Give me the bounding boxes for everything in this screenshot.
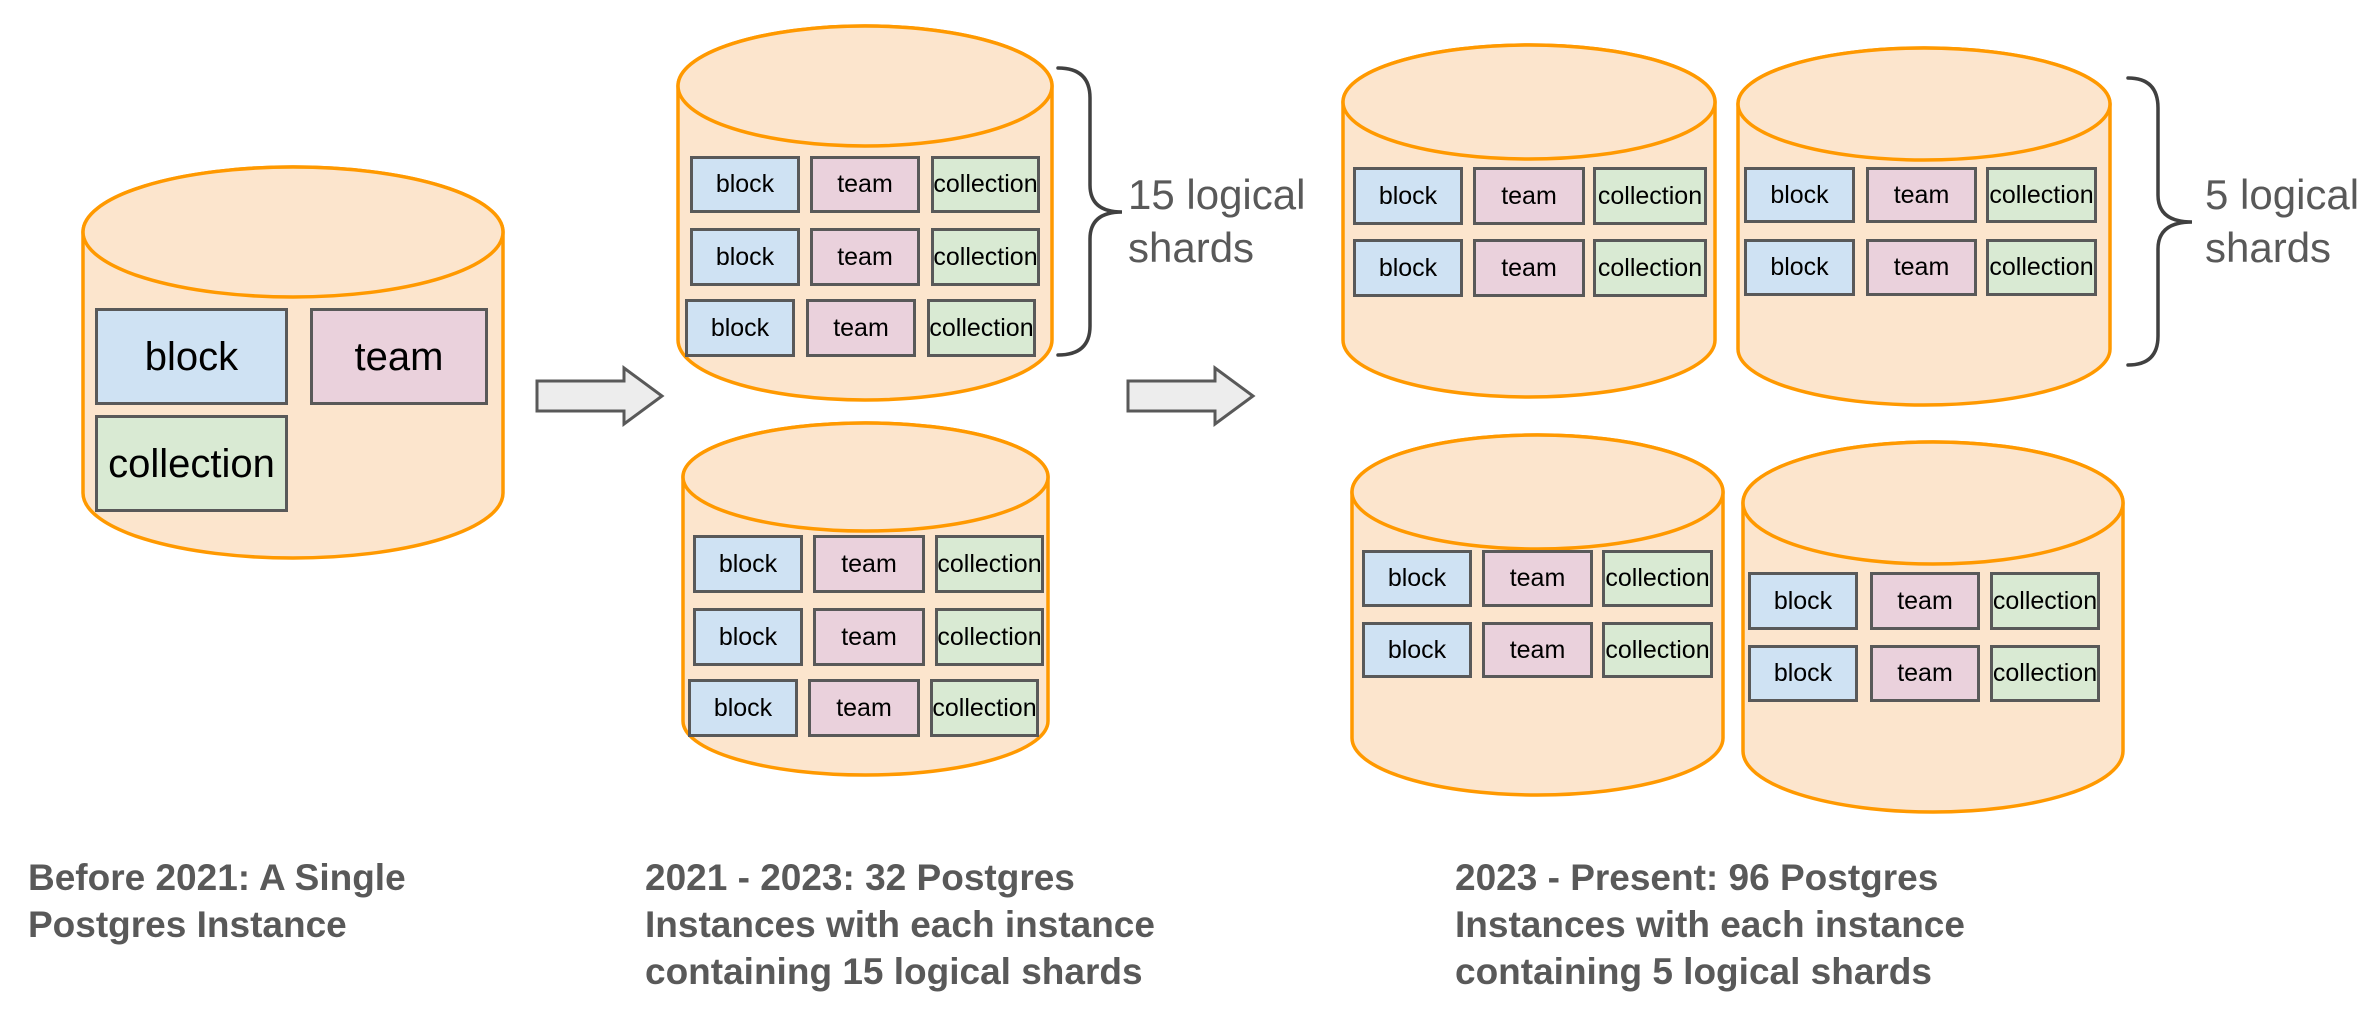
database-cylinder-top (676, 24, 1054, 148)
block-table-box: block (1353, 167, 1463, 225)
team-table-box: team (1473, 239, 1585, 297)
collection-table-box: collection (1990, 572, 2100, 630)
shards-annotation-5: 5 logical shards (2205, 168, 2359, 274)
block-table-box: block (1744, 239, 1855, 296)
database-cylinder-top (1736, 46, 2112, 162)
block-table-box: block (1362, 550, 1472, 607)
collection-table-box: collection (935, 608, 1044, 666)
team-table-box: team (1866, 167, 1977, 223)
collection-table-box: collection (935, 535, 1044, 593)
caption-line: 2021 - 2023: 32 Postgres (645, 857, 1075, 898)
collection-table-box: collection (95, 415, 288, 512)
transition-arrow-icon (1126, 365, 1256, 427)
database-cylinder-top (681, 421, 1050, 533)
collection-table-box: collection (1986, 239, 2097, 296)
block-table-box: block (1362, 622, 1472, 678)
block-table-box: block (690, 228, 800, 286)
collection-table-box: collection (931, 228, 1040, 286)
caption-line: containing 15 logical shards (645, 951, 1143, 992)
block-table-box: block (693, 608, 803, 666)
block-table-box: block (1744, 167, 1855, 223)
block-table-box: block (1748, 645, 1858, 702)
team-table-box: team (810, 228, 920, 286)
team-table-box: team (813, 535, 925, 593)
collection-table-box: collection (1602, 550, 1713, 607)
block-table-box: block (685, 299, 795, 357)
team-table-box: team (810, 156, 920, 213)
transition-arrow-icon (535, 365, 665, 427)
database-cylinder-top (1741, 440, 2125, 566)
block-table-box: block (95, 308, 288, 405)
block-table-box: block (1353, 239, 1463, 297)
caption-line: 2023 - Present: 96 Postgres (1455, 857, 1939, 898)
caption-line: Instances with each instance (1455, 904, 1965, 945)
caption-before-2021: Before 2021: A Single Postgres Instance (28, 854, 406, 948)
database-cylinder-top (81, 165, 505, 299)
collection-table-box: collection (927, 299, 1036, 357)
team-table-box: team (806, 299, 916, 357)
team-table-box: team (1482, 622, 1593, 678)
block-table-box: block (1748, 572, 1858, 630)
team-table-box: team (1870, 645, 1980, 702)
caption-2023-present: 2023 - Present: 96 Postgres Instances wi… (1455, 854, 1965, 995)
team-table-box: team (1870, 572, 1980, 630)
caption-line: Before 2021: A Single (28, 857, 406, 898)
caption-line: Postgres Instance (28, 904, 347, 945)
annotation-line: shards (2205, 224, 2332, 271)
curly-brace (2126, 76, 2193, 367)
caption-2021-2023: 2021 - 2023: 32 Postgres Instances with … (645, 854, 1155, 995)
team-table-box: team (808, 679, 920, 737)
team-table-box: team (1482, 550, 1593, 607)
caption-line: containing 5 logical shards (1455, 951, 1932, 992)
database-cylinder-top (1350, 433, 1725, 551)
curly-brace (1056, 66, 1123, 357)
collection-table-box: collection (1986, 167, 2097, 223)
collection-table-box: collection (1602, 622, 1713, 678)
collection-table-box: collection (1593, 239, 1707, 297)
annotation-line: 5 logical (2205, 171, 2360, 218)
block-table-box: block (693, 535, 803, 593)
collection-table-box: collection (1990, 645, 2100, 702)
team-table-box: team (310, 308, 488, 405)
block-table-box: block (690, 156, 800, 213)
block-table-box: block (688, 679, 798, 737)
collection-table-box: collection (930, 679, 1039, 737)
team-table-box: team (813, 608, 925, 666)
annotation-line: shards (1128, 224, 1255, 271)
database-cylinder-top (1341, 43, 1717, 161)
collection-table-box: collection (931, 156, 1040, 213)
annotation-line: 15 logical (1128, 171, 1306, 218)
team-table-box: team (1473, 167, 1585, 225)
caption-line: Instances with each instance (645, 904, 1155, 945)
shards-annotation-15: 15 logical shards (1128, 168, 1305, 274)
team-table-box: team (1866, 239, 1977, 296)
collection-table-box: collection (1593, 167, 1707, 225)
